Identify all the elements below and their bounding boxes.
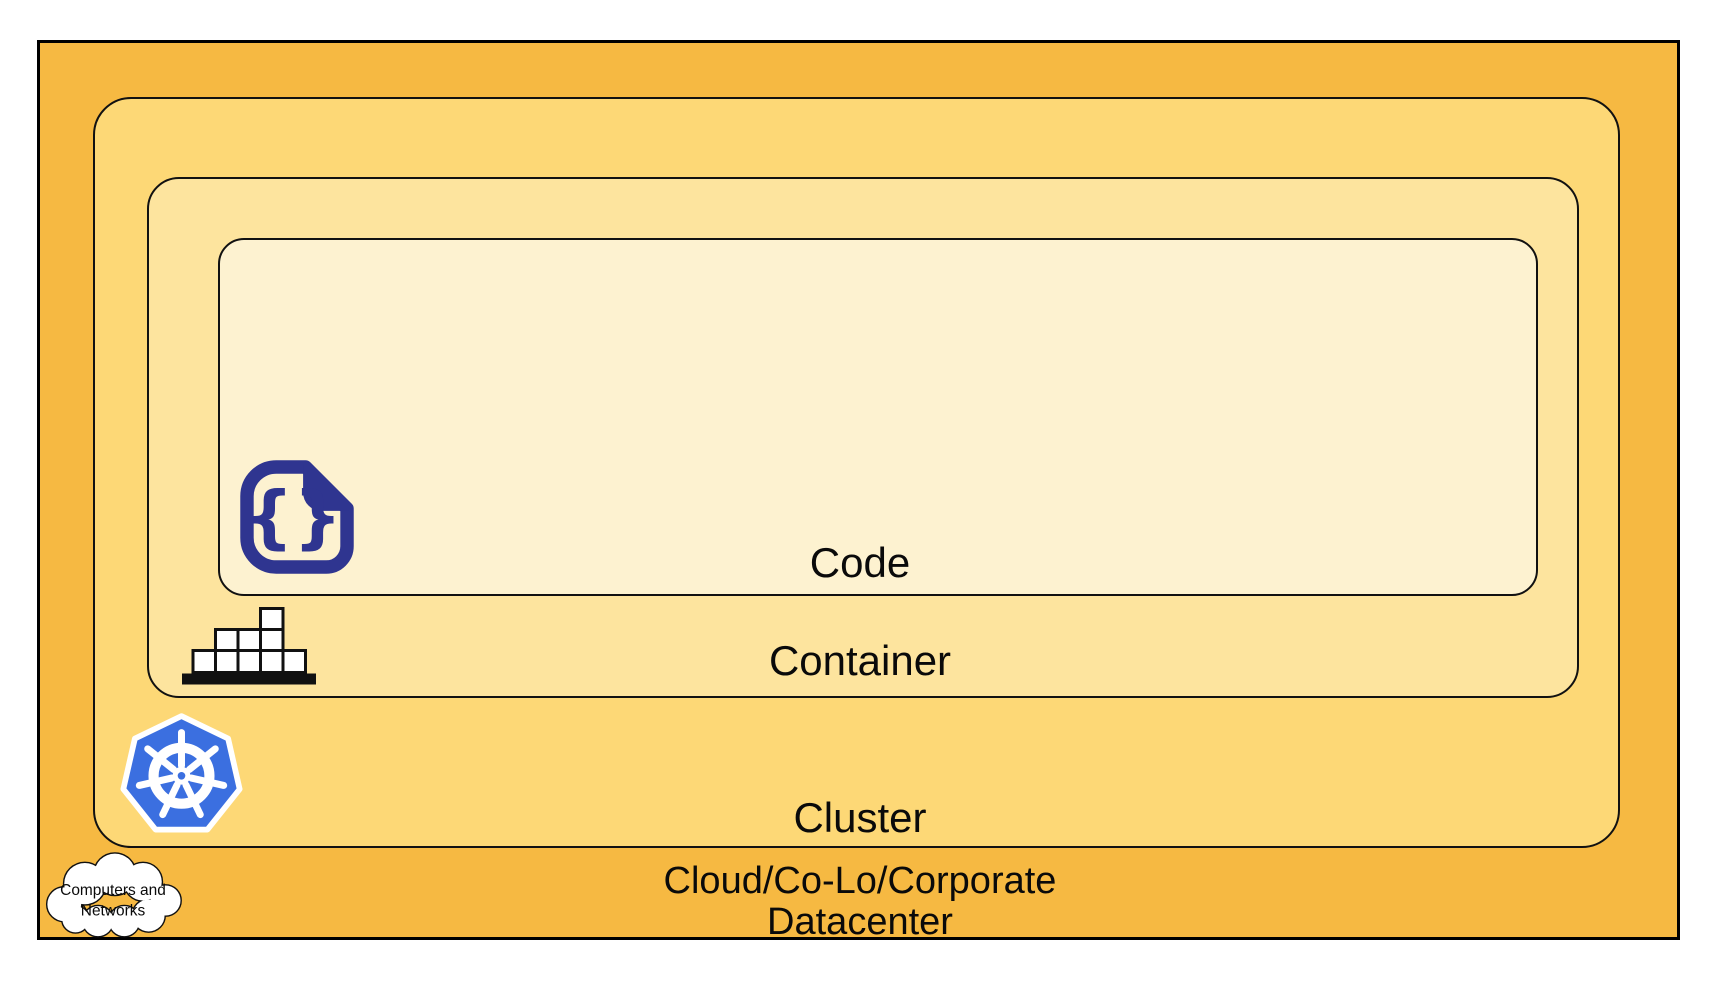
code-file-icon: {} <box>240 460 354 574</box>
datacenter-label-line2: Datacenter <box>767 901 953 943</box>
container-label: Container <box>768 637 952 684</box>
layer-container <box>147 177 1579 698</box>
layer-datacenter <box>37 40 1680 940</box>
container-stack-icon <box>182 607 316 685</box>
datacenter-label: Cloud/Co-Lo/Corporate Datacenter <box>0 861 1720 943</box>
code-braces-glyph: {} <box>245 478 342 557</box>
layer-code <box>218 238 1538 596</box>
cluster-label: Cluster <box>793 794 927 841</box>
cloud-icon: Computers and Networks <box>45 852 182 938</box>
kubernetes-icon <box>120 713 243 833</box>
datacenter-label-line1: Cloud/Co-Lo/Corporate <box>663 860 1057 902</box>
cloud-label-line1: Computers and <box>60 882 166 899</box>
code-label: Code <box>809 539 911 586</box>
layer-cluster <box>93 97 1620 848</box>
cloud-label-line2: Networks <box>81 903 146 920</box>
